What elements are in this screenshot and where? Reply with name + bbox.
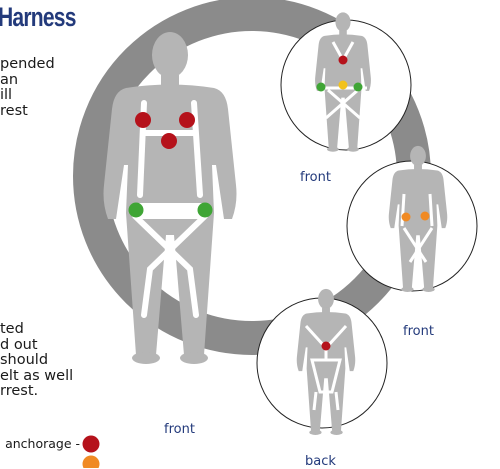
caption-top-front: front: [300, 170, 331, 185]
waist-dot: [198, 203, 213, 218]
page-title: Harness: [0, 2, 76, 33]
legend-red-dot: [83, 436, 100, 453]
footnote-paragraph: ted d out should elt as well rrest.: [0, 322, 250, 422]
anchorage-dot: [135, 112, 151, 128]
caption-main-front: front: [164, 422, 195, 437]
intro-paragraph: pended an ill rest: [0, 57, 115, 135]
legend-anchorage-label: anchorage -: [0, 436, 80, 451]
anchorage-dot: [161, 133, 177, 149]
legend-orange-dot: [83, 456, 100, 469]
inset-middle: [347, 146, 477, 292]
anchorage-dot: [179, 112, 195, 128]
waist-dot: [129, 203, 144, 218]
caption-bottom-back: back: [305, 454, 336, 469]
caption-middle-front: front: [403, 324, 434, 339]
